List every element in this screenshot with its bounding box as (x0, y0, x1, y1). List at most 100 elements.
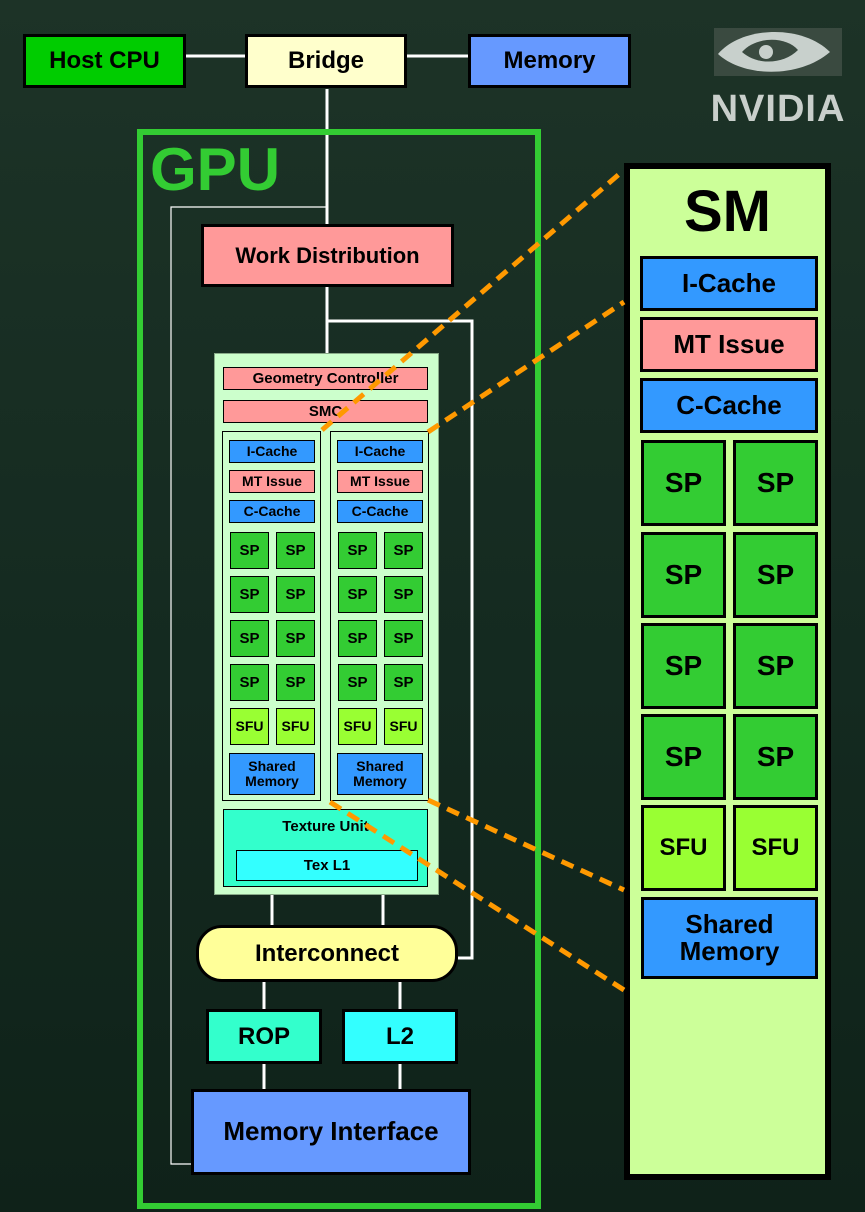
geometry-controller-label: Geometry Controller (252, 369, 399, 387)
memory-label: Memory (503, 47, 596, 75)
sm-b-sp: SP (338, 664, 377, 701)
sm-b-sp-label: SP (347, 541, 368, 559)
memory-box: Memory (468, 34, 631, 88)
smc-box: SMC (223, 400, 428, 423)
sm-detail-sfu: SFU (733, 805, 818, 891)
sm-detail-sp: SP (641, 440, 726, 526)
sm-detail-sp-label: SP (664, 559, 703, 591)
sm-b-mt-issue-label: MT Issue (350, 473, 410, 490)
sm-b-sp-label: SP (393, 629, 414, 647)
sm-b-sfu-label: SFU (389, 718, 418, 735)
sm-a-sp: SP (276, 664, 315, 701)
sm-b-sp: SP (338, 576, 377, 613)
sm-b-mt-issue: MT Issue (337, 470, 423, 493)
host-cpu-box: Host CPU (23, 34, 186, 88)
sm-a-sp-label: SP (285, 673, 306, 691)
texture-unit-box: Texture Unit Tex L1 (223, 809, 428, 887)
sm-detail-ccache: C-Cache (640, 378, 818, 433)
sm-a-ccache-label: C-Cache (243, 503, 301, 520)
sm-detail-ccache-label: C-Cache (676, 389, 782, 420)
sm-b-icache: I-Cache (337, 440, 423, 463)
sm-b-ccache: C-Cache (337, 500, 423, 523)
sm-b-shared-memory: Shared Memory (337, 753, 423, 795)
sm-b-sp-label: SP (393, 541, 414, 559)
interconnect-label: Interconnect (254, 939, 400, 967)
sm-detail-shared-memory: Shared Memory (641, 897, 818, 979)
sm-b-sp-label: SP (393, 673, 414, 691)
sm-a-sfu-label: SFU (235, 718, 264, 735)
sm-mini-a (222, 431, 321, 801)
sm-detail-sp-label: SP (756, 741, 795, 773)
sm-a-sp: SP (230, 620, 269, 657)
sm-b-sp: SP (338, 620, 377, 657)
sm-detail-sp-label: SP (664, 467, 703, 499)
sm-detail-sp: SP (733, 532, 818, 618)
nvidia-logo: NVIDIA (700, 18, 856, 130)
sm-a-sp: SP (230, 664, 269, 701)
sm-detail-sfu-label: SFU (659, 834, 708, 862)
sm-detail-sp-label: SP (664, 741, 703, 773)
tex-l1-label: Tex L1 (303, 856, 351, 874)
sm-b-sfu-label: SFU (343, 718, 372, 735)
interconnect-box: Interconnect (196, 925, 458, 982)
sm-a-sfu: SFU (276, 708, 315, 745)
sm-detail-icache: I-Cache (640, 256, 818, 311)
sm-a-sp-label: SP (239, 629, 260, 647)
bridge-box: Bridge (245, 34, 407, 88)
sm-a-icache-label: I-Cache (246, 443, 298, 460)
rop-label: ROP (237, 1022, 290, 1050)
sm-a-icache: I-Cache (229, 440, 315, 463)
sm-a-sp-label: SP (285, 585, 306, 603)
sm-b-sp-label: SP (393, 585, 414, 603)
sm-a-sp: SP (230, 532, 269, 569)
sm-a-ccache: C-Cache (229, 500, 315, 523)
sm-detail-sfu: SFU (641, 805, 726, 891)
sm-b-sp-label: SP (347, 673, 368, 691)
sm-b-sp: SP (384, 620, 423, 657)
sm-detail-sp: SP (641, 623, 726, 709)
sm-a-shared-memory: Shared Memory (229, 753, 315, 795)
sm-a-sp: SP (276, 532, 315, 569)
sm-detail-sp: SP (733, 440, 818, 526)
sm-b-sp: SP (384, 664, 423, 701)
sm-a-sp-label: SP (239, 673, 260, 691)
sm-a-shared-memory-label: Shared Memory (245, 758, 299, 789)
sm-b-sfu: SFU (384, 708, 423, 745)
nvidia-eye-icon (714, 28, 842, 76)
sm-detail-sp: SP (733, 714, 818, 800)
sm-a-mt-issue: MT Issue (229, 470, 315, 493)
sm-a-sfu-label: SFU (281, 718, 310, 735)
sm-detail-shared-memory-label: Shared Memory (679, 908, 780, 966)
geometry-controller-box: Geometry Controller (223, 367, 428, 390)
sm-a-sp: SP (276, 576, 315, 613)
work-distribution-box: Work Distribution (201, 224, 454, 287)
texture-unit-label: Texture Unit (282, 818, 369, 835)
work-distribution-label: Work Distribution (235, 242, 420, 268)
sm-b-icache-label: I-Cache (354, 443, 406, 460)
sm-b-ccache-label: C-Cache (351, 503, 409, 520)
sm-b-sfu: SFU (338, 708, 377, 745)
sm-b-sp-label: SP (347, 585, 368, 603)
sm-detail-sp: SP (641, 714, 726, 800)
sm-b-sp-label: SP (347, 629, 368, 647)
sm-detail-mt-issue-label: MT Issue (673, 328, 785, 359)
tex-l1-box: Tex L1 (236, 850, 418, 881)
sm-a-mt-issue-label: MT Issue (242, 473, 302, 490)
sm-a-sp-label: SP (239, 585, 260, 603)
sm-detail-sp-label: SP (664, 650, 703, 682)
memory-interface-label: Memory Interface (223, 1116, 439, 1147)
sm-a-sfu: SFU (230, 708, 269, 745)
nvidia-wordmark: NVIDIA (710, 88, 846, 130)
sm-detail-mt-issue: MT Issue (640, 317, 818, 372)
host-cpu-label: Host CPU (49, 47, 160, 75)
gpu-frame (137, 129, 541, 1209)
sm-detail-sp: SP (733, 623, 818, 709)
sm-detail-sp-label: SP (756, 650, 795, 682)
bridge-label: Bridge (287, 47, 364, 75)
sm-detail-sp-label: SP (756, 559, 795, 591)
rop-box: ROP (206, 1009, 322, 1064)
sm-a-sp-label: SP (285, 541, 306, 559)
sm-detail-icache-label: I-Cache (682, 267, 776, 298)
smc-label: SMC (308, 402, 343, 420)
sm-a-sp: SP (276, 620, 315, 657)
